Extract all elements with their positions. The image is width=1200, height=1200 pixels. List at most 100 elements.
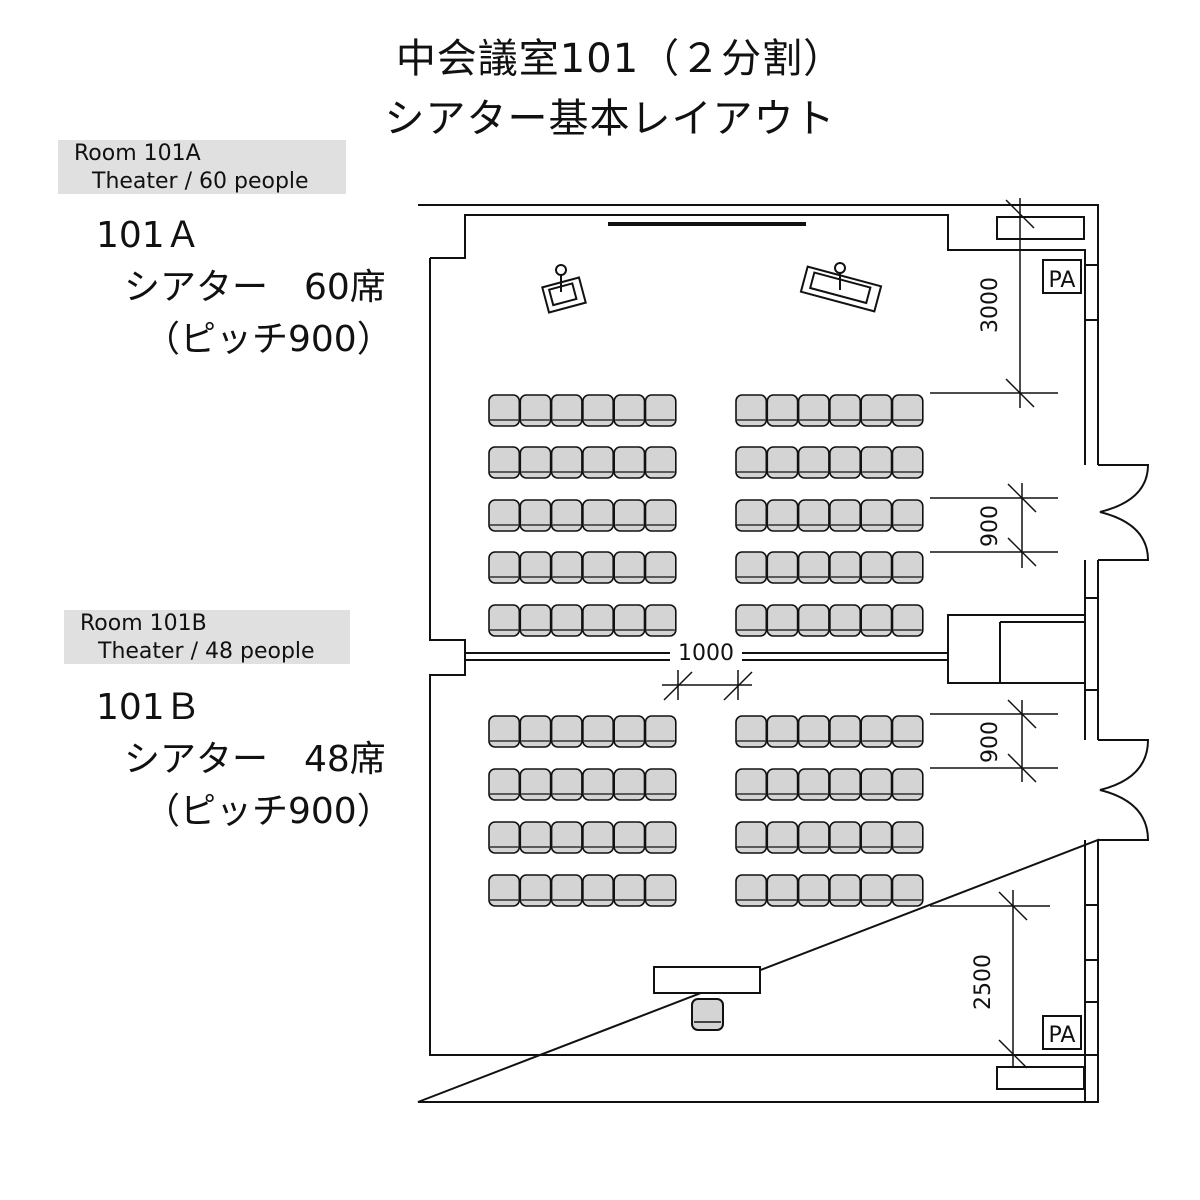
room-b-tag: Room 101B Theater / 48 people — [64, 610, 350, 664]
pa-box-top: PA — [1042, 259, 1082, 294]
dim-front-clearance-a: 3000 — [978, 277, 1003, 333]
room-a-tag-name: Room 101A — [74, 141, 201, 166]
seat — [860, 394, 893, 427]
seat — [644, 446, 677, 479]
room-a-label: 101Ａ シアター 60席 （ピッチ900） — [96, 210, 393, 366]
seat — [797, 715, 830, 748]
seat — [735, 394, 768, 427]
seat — [797, 551, 830, 584]
seat — [766, 446, 799, 479]
pa-label-bottom: PA — [1049, 1023, 1076, 1048]
seat — [891, 821, 924, 854]
seat — [582, 551, 615, 584]
seat — [891, 394, 924, 427]
room-b-tag-capacity: Theater / 48 people — [98, 639, 315, 664]
seat — [766, 821, 799, 854]
seat — [860, 604, 893, 637]
seat — [766, 715, 799, 748]
projection-screen — [608, 222, 806, 226]
seat — [644, 768, 677, 801]
seat — [860, 499, 893, 532]
seat — [829, 874, 862, 907]
seat — [735, 874, 768, 907]
seat — [582, 821, 615, 854]
seat — [519, 874, 552, 907]
room-a-name: 101Ａ — [96, 215, 201, 256]
seat — [582, 394, 615, 427]
seat — [891, 551, 924, 584]
seating-area — [488, 394, 924, 907]
seat — [613, 394, 646, 427]
seat — [735, 604, 768, 637]
seat — [829, 821, 862, 854]
seat — [613, 499, 646, 532]
seat — [550, 446, 583, 479]
seat — [519, 394, 552, 427]
plan-subtitle: シアター基本レイアウト — [384, 96, 836, 142]
room-b-label: 101Ｂ シアター 48席 （ピッチ900） — [96, 682, 393, 838]
seat — [860, 715, 893, 748]
seat — [550, 551, 583, 584]
dimension-labels: 3000 900 1000 900 2500 — [673, 277, 1003, 1010]
seat — [891, 446, 924, 479]
seat — [582, 768, 615, 801]
seat — [582, 874, 615, 907]
seat — [488, 446, 521, 479]
seat — [644, 499, 677, 532]
seat — [644, 394, 677, 427]
seat — [860, 768, 893, 801]
seat — [797, 394, 830, 427]
seat — [735, 715, 768, 748]
seat — [797, 499, 830, 532]
seat — [613, 874, 646, 907]
seat — [860, 551, 893, 584]
dim-aisle-width: 1000 — [678, 641, 734, 666]
seat — [644, 821, 677, 854]
seat — [582, 499, 615, 532]
dim-row-pitch-a: 900 — [978, 505, 1003, 547]
partition-wall — [465, 614, 1086, 684]
seat — [613, 821, 646, 854]
lectern-large — [799, 262, 883, 313]
seat — [488, 715, 521, 748]
seat — [766, 394, 799, 427]
seat — [829, 499, 862, 532]
seat — [550, 499, 583, 532]
seat — [488, 874, 521, 907]
seat — [519, 551, 552, 584]
room-b-name: 101Ｂ — [96, 687, 201, 728]
seat — [735, 768, 768, 801]
seat — [550, 768, 583, 801]
seat — [519, 821, 552, 854]
room-a-tag: Room 101A Theater / 60 people — [58, 140, 346, 194]
seat — [891, 874, 924, 907]
seat — [550, 604, 583, 637]
seat — [613, 551, 646, 584]
seat — [735, 499, 768, 532]
seat — [519, 604, 552, 637]
seat — [519, 446, 552, 479]
seat — [860, 874, 893, 907]
seat — [797, 821, 830, 854]
seat — [613, 604, 646, 637]
seat — [582, 604, 615, 637]
seat — [797, 604, 830, 637]
room-a-tag-capacity: Theater / 60 people — [92, 169, 309, 194]
dim-row-pitch-b: 900 — [978, 721, 1003, 763]
seat — [550, 874, 583, 907]
seat — [735, 446, 768, 479]
seat — [766, 551, 799, 584]
seat — [829, 446, 862, 479]
seat — [519, 768, 552, 801]
seat — [829, 768, 862, 801]
seat — [613, 768, 646, 801]
seat — [550, 821, 583, 854]
seat — [860, 821, 893, 854]
cabinet-top — [996, 216, 1085, 240]
room-a-pitch: （ピッチ900） — [144, 319, 393, 360]
dim-rear-clearance-b: 2500 — [971, 954, 996, 1010]
seat — [860, 446, 893, 479]
presenter-table — [653, 966, 761, 994]
seat — [550, 715, 583, 748]
